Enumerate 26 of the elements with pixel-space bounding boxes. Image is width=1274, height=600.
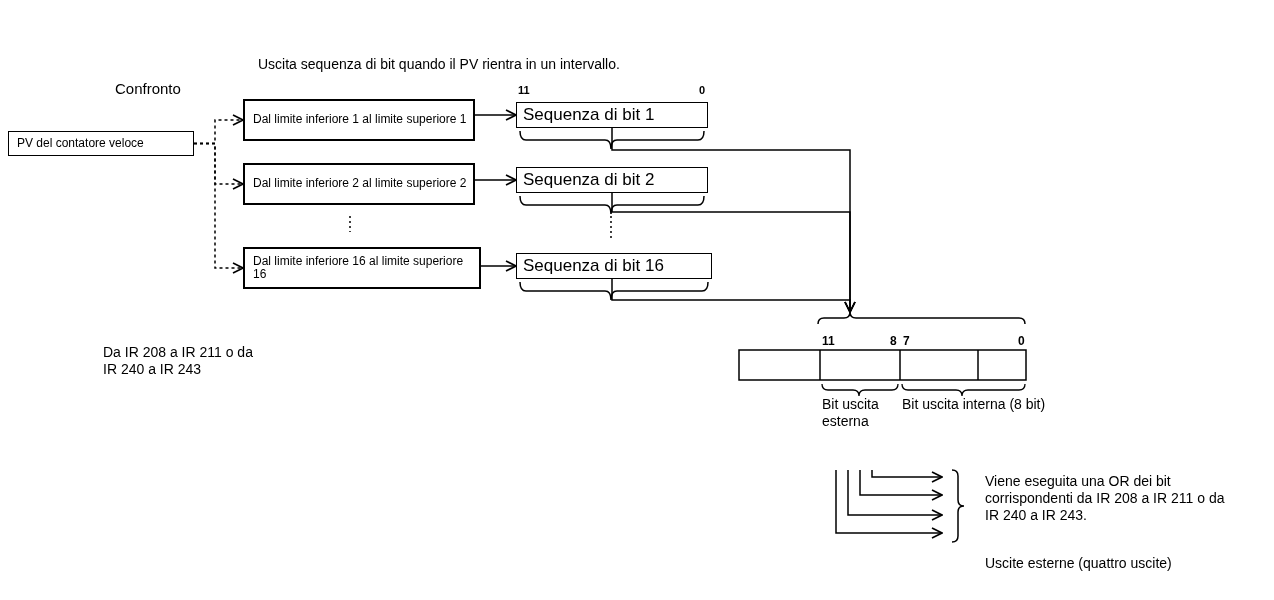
text-label: Bit uscita esterna xyxy=(822,396,880,430)
arrow xyxy=(193,142,244,274)
bit-number: 0 xyxy=(1018,334,1025,349)
title: Uscita sequenza di bit quando il PV rientra in un intervallo. xyxy=(258,56,620,73)
arrow xyxy=(474,174,517,186)
bit-sequence-box: Sequenza di bit 1 xyxy=(516,102,708,128)
text-label: Bit uscita interna (8 bit) xyxy=(902,396,1046,413)
bit-number: 0 xyxy=(699,84,706,98)
bit-sequence-box: Sequenza di bit 2 xyxy=(516,167,708,193)
bit-number: 7 xyxy=(903,334,910,349)
process-box: Dal limite inferiore 16 al limite superiore 16 xyxy=(243,247,481,289)
text-label: Confronto xyxy=(115,80,181,98)
arrow xyxy=(474,109,517,121)
text-label: Da IR 208 a IR 211 o da IR 240 a IR 243 xyxy=(103,344,254,378)
process-box: Dal limite inferiore 2 al limite superiore 2 xyxy=(243,163,475,205)
process-box: PV del contatore veloce xyxy=(8,131,194,156)
bit-sequence-box: Sequenza di bit 16 xyxy=(516,253,712,279)
bit-number: 11 xyxy=(822,334,835,349)
bit-number: 11 xyxy=(518,84,530,98)
register-drawing xyxy=(738,312,1028,382)
arrow xyxy=(611,278,856,313)
arrow xyxy=(480,260,517,272)
text-label: Uscite esterne (quattro uscite) xyxy=(985,555,1172,572)
process-box: Dal limite inferiore 1 al limite superiore 1 xyxy=(243,99,475,141)
text-label: Viene eseguita una OR dei bit corrispondenti da IR 208 a IR 211 o da IR 240 a IR 243. xyxy=(985,473,1225,524)
bit-number: 8 xyxy=(890,334,897,349)
